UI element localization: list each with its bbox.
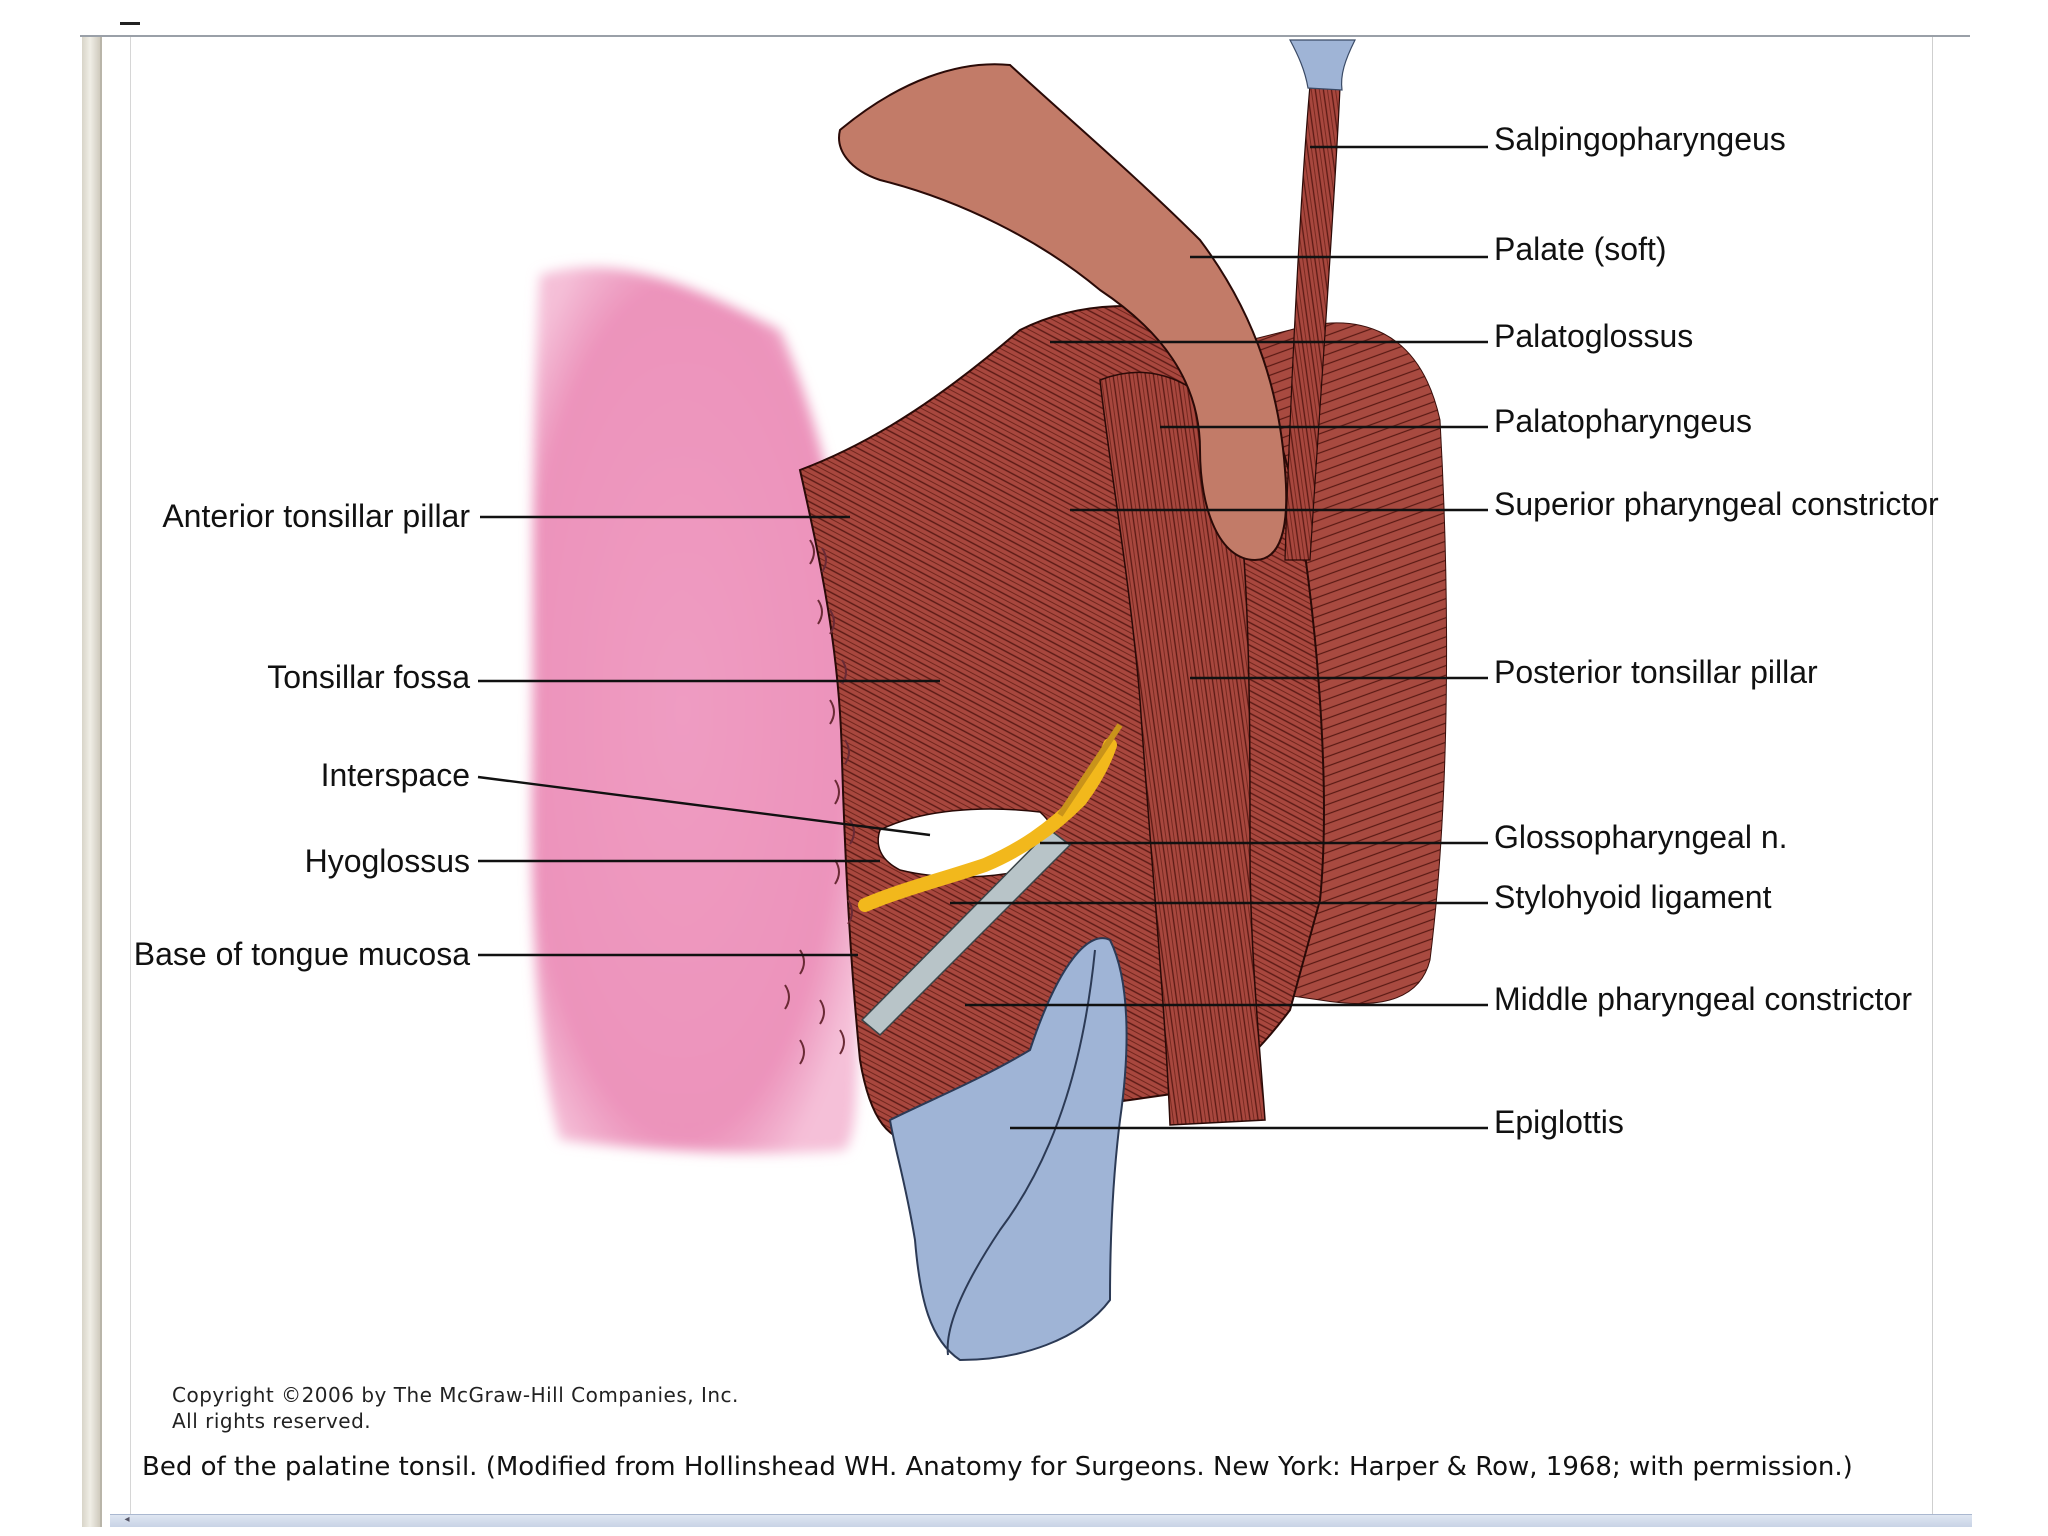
label-anterior-tonsillar-pillar: Anterior tonsillar pillar bbox=[162, 498, 470, 534]
label-posterior-tonsillar-pillar: Posterior tonsillar pillar bbox=[1494, 654, 1818, 690]
label-salpingopharyngeus: Salpingopharyngeus bbox=[1494, 121, 1786, 157]
left-window-frame bbox=[82, 37, 100, 1527]
scroll-left-arrow-icon[interactable]: ◂ bbox=[124, 1514, 130, 1525]
window-top-border bbox=[80, 35, 1970, 37]
label-middle-pharyngeal-constrictor: Middle pharyngeal constrictor bbox=[1494, 981, 1912, 1017]
glossopharyngeal-nerve bbox=[858, 738, 1117, 912]
leader-lines bbox=[477, 145, 1488, 1130]
label-palatoglossus: Palatoglossus bbox=[1494, 318, 1693, 354]
content-right-border bbox=[1932, 37, 1933, 1517]
label-glossopharyngeal-n: Glossopharyngeal n. bbox=[1494, 819, 1788, 855]
mucosa-texture bbox=[784, 539, 855, 1065]
copyright-notice: Copyright ©2006 by The McGraw-Hill Compa… bbox=[172, 1382, 739, 1434]
figure-caption: Bed of the palatine tonsil. (Modified fr… bbox=[142, 1452, 1853, 1482]
label-superior-pharyngeal-constrictor: Superior pharyngeal constrictor bbox=[1494, 486, 1939, 522]
label-interspace: Interspace bbox=[321, 757, 470, 793]
salpingopharyngeus-strand bbox=[1284, 84, 1341, 561]
label-epiglottis: Epiglottis bbox=[1494, 1104, 1624, 1140]
tongue-region bbox=[531, 267, 867, 1154]
label-stylohyoid-ligament: Stylohyoid ligament bbox=[1494, 879, 1772, 915]
stylohyoid-ligament bbox=[860, 829, 1072, 1037]
horizontal-scrollbar[interactable] bbox=[110, 1514, 1972, 1527]
copyright-line-2: All rights reserved. bbox=[172, 1409, 372, 1433]
left-frame-edge bbox=[100, 37, 102, 1527]
label-base-of-tongue-mucosa: Base of tongue mucosa bbox=[134, 936, 470, 972]
content-left-border bbox=[130, 37, 131, 1517]
copyright-line-1: Copyright ©2006 by The McGraw-Hill Compa… bbox=[172, 1383, 739, 1407]
label-hyoglossus: Hyoglossus bbox=[305, 843, 470, 879]
window-control-mark bbox=[120, 22, 140, 25]
label-tonsillar-fossa: Tonsillar fossa bbox=[267, 659, 470, 695]
soft-palate bbox=[838, 63, 1288, 562]
auditory-tube-end bbox=[1289, 39, 1356, 91]
epiglottis-shape bbox=[888, 937, 1128, 1362]
label-palatopharyngeus: Palatopharyngeus bbox=[1494, 403, 1752, 439]
label-palate-soft: Palate (soft) bbox=[1494, 231, 1667, 267]
